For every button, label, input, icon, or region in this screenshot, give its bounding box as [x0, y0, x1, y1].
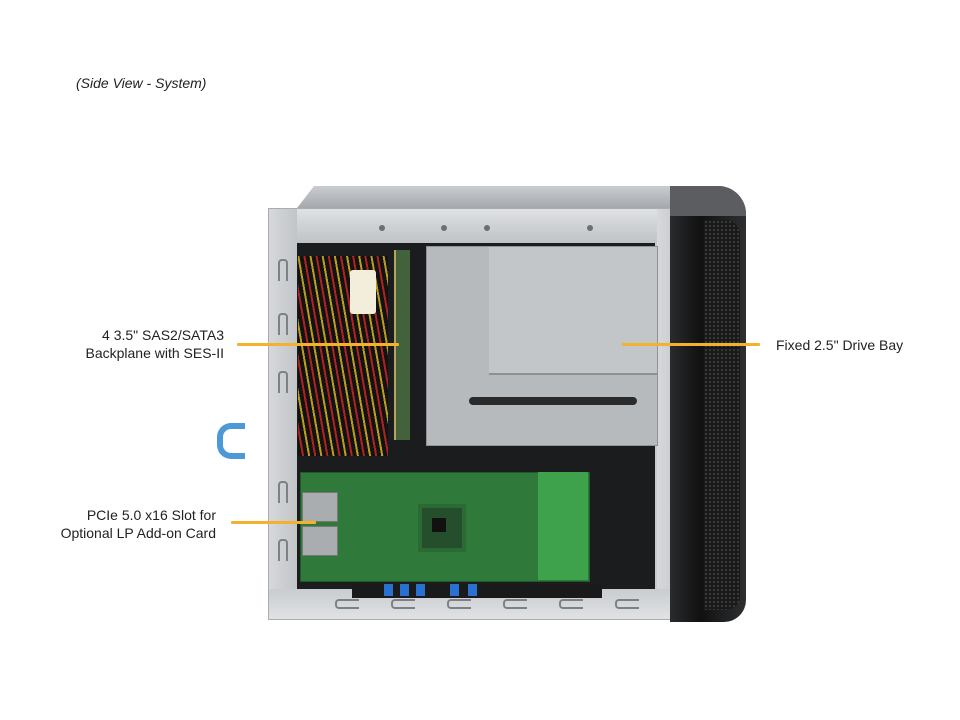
screw-icon [587, 225, 593, 231]
screw-icon [484, 225, 490, 231]
callout-drive-bay-leader [622, 343, 760, 346]
vent-slot-icon [335, 599, 359, 609]
vent-slot-icon [503, 599, 527, 609]
vent-slot-icon [278, 481, 288, 503]
top-rail [269, 209, 685, 243]
drive-cage-slot [469, 397, 637, 405]
chassis-side-view [217, 186, 746, 622]
figure-caption: (Side View - System) [76, 75, 207, 91]
callout-pcie-label: PCIe 5.0 x16 Slot for Optional LP Add-on… [20, 506, 216, 542]
callout-pcie-line1: PCIe 5.0 x16 Slot for [86, 507, 216, 523]
blue-latch-icon [400, 584, 409, 596]
fixed-2.5-drive-bay [489, 247, 657, 375]
left-rail [269, 209, 297, 619]
callout-drive-bay-label: Fixed 2.5" Drive Bay [776, 337, 904, 353]
vent-slot-icon [615, 599, 639, 609]
vent-slot-icon [559, 599, 583, 609]
vent-slot-icon [391, 599, 415, 609]
callout-backplane-label: 4 3.5" SAS2/SATA3 Backplane with SES-II [60, 326, 224, 362]
chassis-top-edge [294, 186, 682, 212]
blue-latch-icon [384, 584, 393, 596]
rj45-port-icon [302, 492, 338, 522]
vent-slot-icon [278, 539, 288, 561]
blue-latch-icon [468, 584, 477, 596]
callout-backplane-leader [237, 343, 399, 346]
callout-backplane-line1: 4 3.5" SAS2/SATA3 [102, 327, 224, 343]
card-controller-chip [418, 504, 466, 552]
screw-icon [379, 225, 385, 231]
pcie-card-extension [538, 472, 588, 580]
vent-slot-icon [278, 259, 288, 281]
card-chip-core [432, 518, 446, 532]
molex-connector [350, 270, 376, 314]
rj45-port-icon [302, 526, 338, 556]
vent-slot-icon [447, 599, 471, 609]
blue-latch-icon [450, 584, 459, 596]
screw-icon [441, 225, 447, 231]
front-bezel-cap [670, 186, 746, 216]
callout-pcie-line2: Optional LP Add-on Card [60, 525, 216, 541]
blue-latch-icon [416, 584, 425, 596]
front-bezel-mesh [704, 220, 740, 610]
blue-cable-clip [217, 423, 245, 459]
callout-pcie-leader [231, 521, 316, 524]
vent-slot-icon [278, 313, 288, 335]
callout-backplane-line2: Backplane with SES-II [85, 345, 224, 361]
vent-slot-icon [278, 371, 288, 393]
drive-cage [426, 246, 658, 446]
memory-slot-row [352, 584, 602, 598]
